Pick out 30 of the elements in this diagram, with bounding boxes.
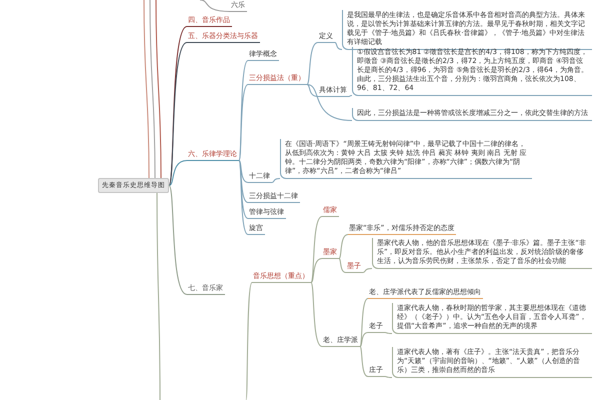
branch-line — [362, 268, 372, 273]
branch-line — [156, 192, 160, 400]
branch-line — [272, 178, 280, 183]
branch-line — [310, 282, 322, 347]
branch-line — [200, 0, 230, 12]
branch-line — [306, 84, 318, 97]
branch-line — [310, 258, 322, 283]
branch-line — [384, 332, 392, 334]
branch-line — [360, 298, 368, 347]
branch-line — [144, 0, 150, 178]
branch-line — [246, 282, 252, 400]
branch-line — [338, 258, 346, 273]
branch-line — [384, 376, 392, 378]
branch-line — [168, 185, 188, 295]
branch-line — [360, 346, 368, 377]
branch-line — [238, 84, 248, 161]
branch-line — [360, 332, 368, 347]
branch-line — [348, 95, 352, 97]
branch-line — [238, 160, 248, 219]
branch-line — [338, 234, 348, 259]
branch-line — [306, 42, 318, 85]
branch-line — [238, 160, 248, 183]
branch-line — [168, 160, 188, 186]
branch-line — [238, 160, 248, 203]
branch-line — [238, 160, 248, 235]
branch-line — [150, 0, 156, 178]
branch-line — [306, 84, 352, 121]
branch-line — [310, 216, 322, 283]
branch-line — [156, 0, 162, 178]
branch-line — [334, 42, 342, 50]
